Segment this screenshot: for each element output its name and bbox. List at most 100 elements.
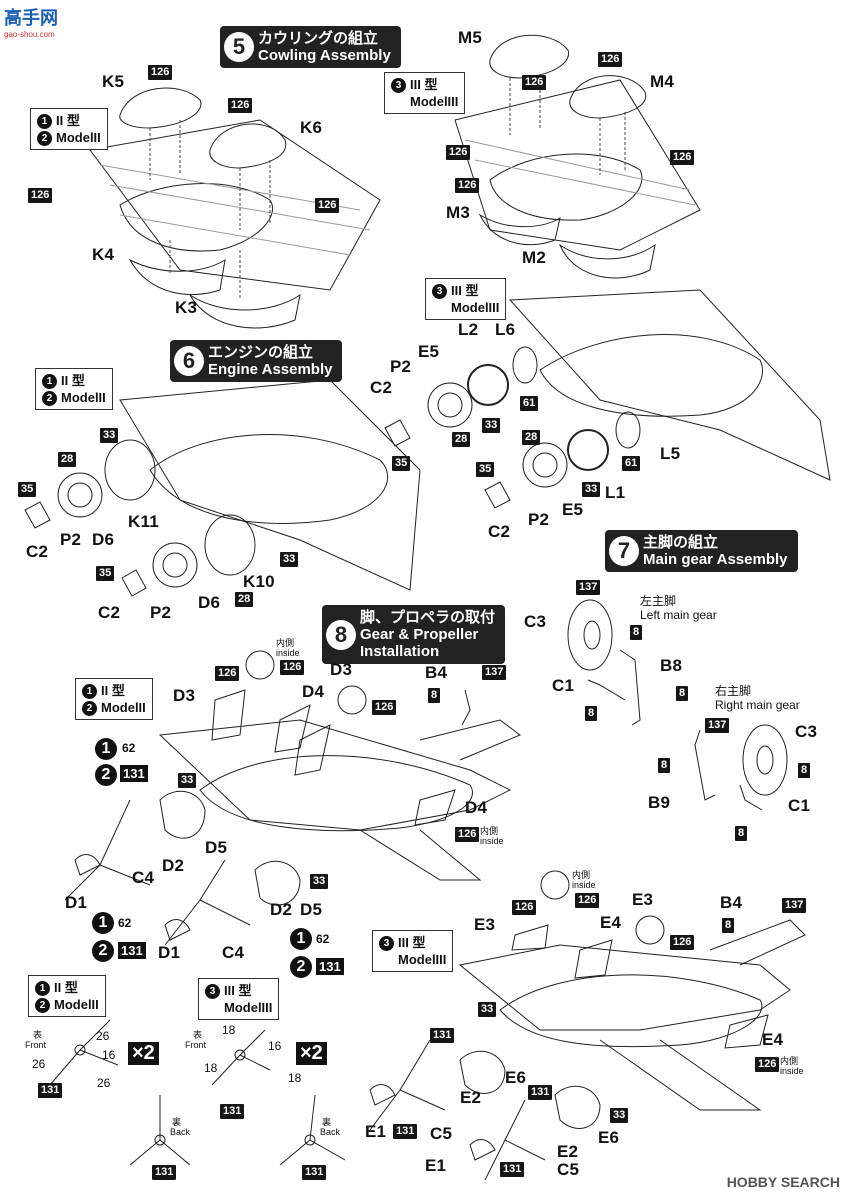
inside-jp: 内側	[276, 638, 295, 648]
plane-sketch-s6-left	[104, 379, 421, 591]
inside-jp: 内側	[572, 870, 591, 880]
front-en: Front	[185, 1040, 207, 1050]
part-label: D1	[158, 943, 181, 962]
cowl-e6-upper	[459, 1050, 506, 1094]
part-label: E6	[505, 1068, 527, 1087]
inside-en: inside	[572, 880, 596, 890]
paint-number-plain: 26	[32, 1057, 46, 1071]
front-en: Front	[25, 1040, 47, 1050]
paint-number: 126	[372, 700, 397, 715]
paint-number-plain: 26	[96, 1029, 110, 1043]
paint-number: 35	[392, 456, 411, 471]
wing-sketch-s5-left	[89, 119, 381, 291]
paint-number: 33	[482, 418, 501, 433]
main-gear-right	[694, 724, 788, 811]
wheel-inside-lower	[540, 870, 570, 900]
paint-number: 131	[118, 942, 146, 959]
inside-en: inside	[480, 836, 504, 846]
part-label: D4	[302, 682, 325, 701]
paint-number: 8	[658, 758, 671, 773]
part-label: B9	[648, 793, 671, 812]
back-en: Back	[170, 1127, 191, 1137]
paint-number: 35	[476, 462, 495, 477]
part-label: C1	[788, 796, 811, 815]
wheel-inside-lower-2	[635, 915, 665, 945]
paint-number-plain: 18	[204, 1061, 218, 1075]
part-label: E3	[632, 890, 654, 909]
inside-en: inside	[276, 648, 300, 658]
part-label: D3	[330, 660, 353, 679]
part-label: D4	[465, 798, 488, 817]
quantity-badge: ×2	[296, 1042, 327, 1065]
paint-number-plain: 16	[102, 1048, 116, 1062]
paint-number: 28	[235, 592, 254, 607]
paint-number: 8	[428, 688, 441, 703]
part-label: K10	[243, 572, 275, 591]
paint-number: 33	[478, 1002, 497, 1017]
engine-e5-lower	[522, 442, 568, 488]
part-label: D5	[205, 838, 228, 857]
cowling-k4	[128, 258, 226, 296]
spinner-e1-upper	[369, 1084, 396, 1106]
paint-number-plain: 62	[118, 916, 132, 930]
part-label: L6	[495, 320, 516, 339]
part-label: D1	[65, 893, 88, 912]
right-gear-jp: 右主脚	[715, 684, 752, 698]
ring-l2	[467, 364, 509, 406]
paint-number: 126	[512, 900, 537, 915]
part-label: E6	[598, 1128, 620, 1147]
paint-number: 131	[38, 1083, 63, 1098]
site-logo: 高手网 gao-shou.com	[4, 8, 58, 39]
paint-number: 8	[630, 625, 643, 640]
hobby-search-watermark: HOBBY SEARCH	[726, 1174, 840, 1190]
paint-number: 137	[705, 718, 730, 733]
spinner-e1-lower	[469, 1139, 496, 1161]
door-d4-left	[274, 704, 311, 753]
cowl-d5-lower	[254, 860, 301, 906]
back-jp: 裏	[322, 1117, 332, 1127]
paint-number: 126	[446, 145, 471, 160]
back-jp: 裏	[172, 1117, 182, 1127]
part-label: K5	[102, 72, 125, 91]
part-label: E2	[460, 1088, 482, 1107]
part-label: B4	[425, 663, 448, 682]
part-label: P2	[150, 603, 172, 622]
model-icon: 2	[92, 940, 114, 962]
model-icon: 1	[95, 738, 117, 760]
paint-number: 126	[28, 188, 53, 203]
front-jp: 表	[193, 1030, 203, 1040]
prop-hub-c2-lower	[121, 569, 147, 597]
paint-number: 126	[575, 893, 600, 908]
front-jp: 表	[33, 1030, 43, 1040]
step-number: 7	[609, 536, 639, 566]
propeller-model2-back	[129, 1095, 191, 1166]
paint-number: 131	[220, 1104, 245, 1119]
paint-number-plain: 16	[268, 1039, 282, 1053]
paint-number: 126	[280, 660, 305, 675]
cowling-m3	[478, 213, 561, 246]
ring-l6	[512, 346, 538, 384]
step-8-header: 8 脚、プロペラの取付 Gear & Propeller Installatio…	[322, 605, 506, 664]
paint-number: 33	[100, 428, 119, 443]
inside-jp: 内側	[780, 1056, 799, 1066]
left-gear-jp: 左主脚	[640, 594, 677, 608]
part-label: C1	[552, 676, 575, 695]
quantity-badge: ×2	[128, 1042, 159, 1065]
paint-number: 8	[722, 918, 735, 933]
part-label: L5	[660, 444, 681, 463]
paint-number: 126	[148, 65, 173, 80]
paint-number: 35	[18, 482, 37, 497]
paint-number-plain: 18	[222, 1023, 236, 1037]
part-label: C5	[430, 1124, 453, 1143]
paint-number: 126	[755, 1057, 780, 1072]
paint-number: 131	[302, 1165, 327, 1180]
paint-number: 137	[576, 580, 601, 595]
door-d3-right	[294, 724, 331, 776]
part-label: B4	[720, 893, 743, 912]
paint-number: 33	[582, 482, 601, 497]
paint-number: 33	[178, 773, 197, 788]
paint-number: 126	[215, 666, 240, 681]
